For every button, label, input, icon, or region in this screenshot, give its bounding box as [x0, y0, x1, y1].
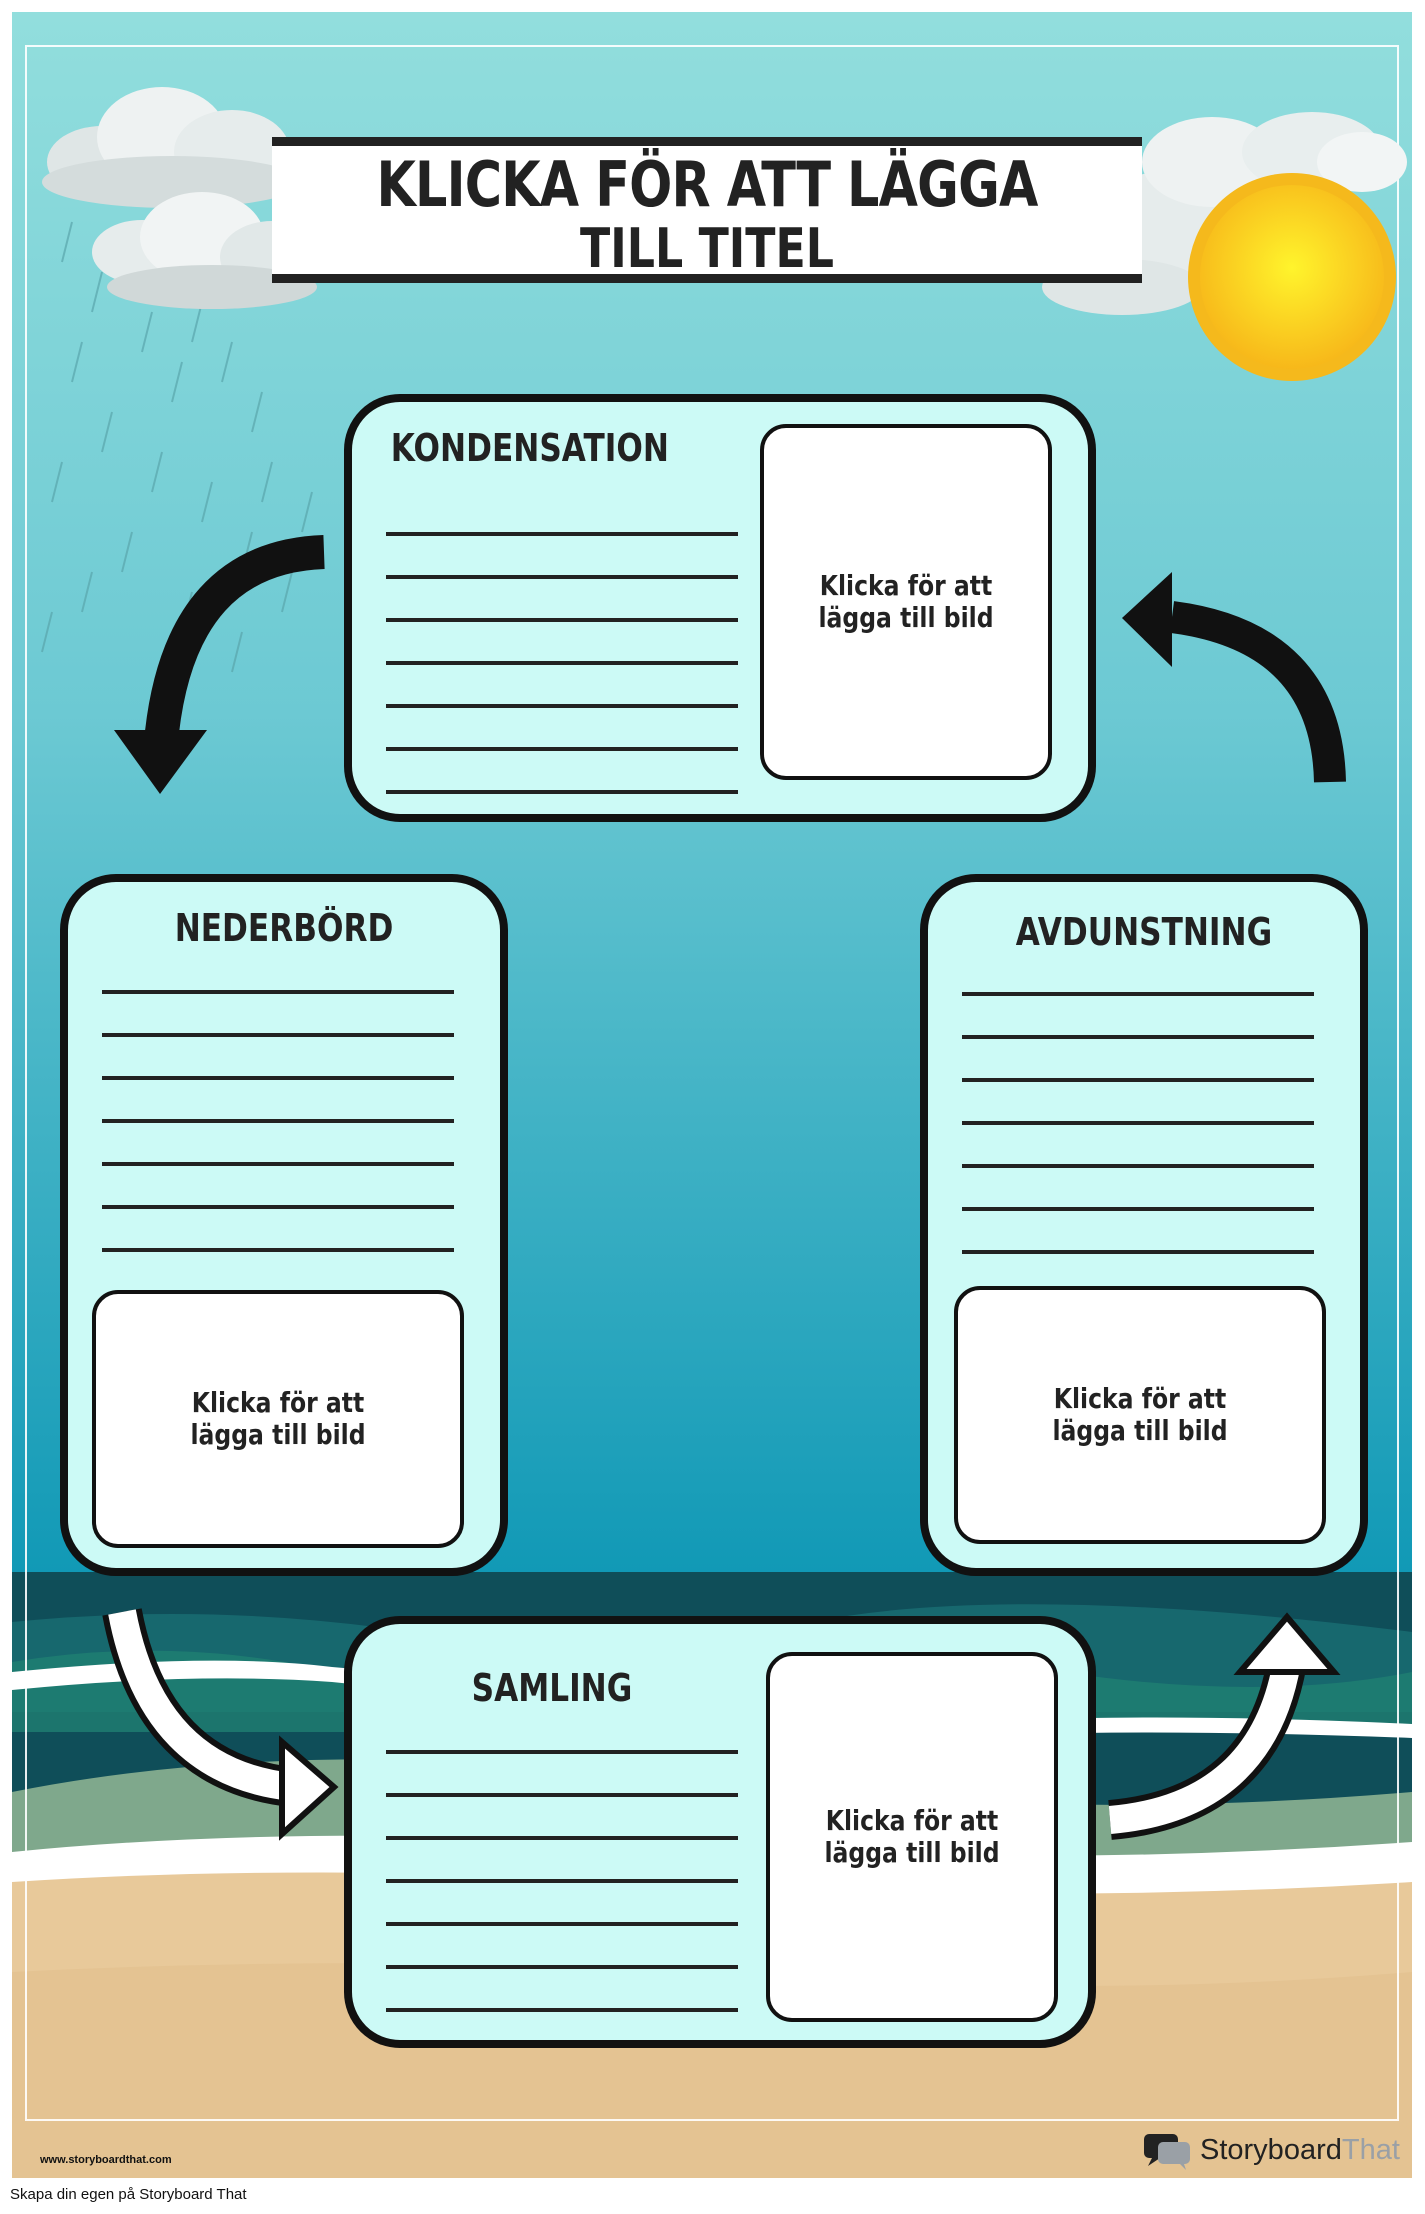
card-kondensation: KONDENSATION Klicka för att lägga till b… — [344, 394, 1096, 822]
writing-lines[interactable] — [962, 992, 1314, 1293]
title-banner[interactable]: KLICKA FÖR ATT LÄGGA TILL TITEL — [272, 137, 1142, 283]
image-placeholder-samling[interactable]: Klicka för att lägga till bild — [766, 1652, 1058, 2022]
title-line-1: KLICKA FÖR ATT LÄGGA — [376, 148, 1038, 221]
card-title-avdunstning: AVDUNSTNING — [1015, 910, 1273, 954]
logo-text-storyboard: Storyboard — [1200, 2133, 1342, 2166]
curved-arrow-icon — [102, 1608, 339, 1841]
cycle-arrows — [102, 535, 1346, 1841]
card-samling: SAMLING Klicka för att lägga till bild — [344, 1616, 1096, 2048]
image-placeholder-nederbord[interactable]: Klicka för att lägga till bild — [92, 1290, 464, 1548]
card-nederbord: NEDERBÖRD Klicka för att lägga till bild — [60, 874, 508, 1576]
writing-lines[interactable] — [102, 990, 454, 1291]
card-avdunstning: AVDUNSTNING Klicka för att lägga till bi… — [920, 874, 1368, 1576]
image-placeholder-kondensation[interactable]: Klicka för att lägga till bild — [760, 424, 1052, 780]
writing-lines[interactable] — [386, 1750, 738, 2051]
card-title-nederbord: NEDERBÖRD — [174, 906, 394, 950]
writing-lines[interactable] — [386, 532, 738, 833]
image-placeholder-avdunstning[interactable]: Klicka för att lägga till bild — [954, 1286, 1326, 1544]
storyboardthat-logo-icon — [1144, 2134, 1190, 2170]
footer-caption[interactable]: Skapa din egen på Storyboard That — [10, 2186, 247, 2203]
storyboardthat-logo[interactable]: Storyboard That — [1142, 2130, 1400, 2170]
card-title-samling: SAMLING — [471, 1666, 633, 1710]
poster: KLICKA FÖR ATT LÄGGA TILL TITEL KONDENSA… — [12, 12, 1412, 2178]
footer-url[interactable]: www.storyboardthat.com — [40, 2154, 172, 2166]
logo-text-that: That — [1341, 2133, 1400, 2166]
curved-arrow-icon — [114, 535, 325, 794]
sun-icon — [1188, 173, 1396, 381]
title-line-2: TILL TITEL — [580, 220, 834, 272]
curved-arrow-icon — [1108, 1612, 1341, 1840]
card-title-kondensation: KONDENSATION — [390, 426, 669, 470]
curved-arrow-icon — [1122, 572, 1346, 783]
rain-icon — [41, 221, 313, 673]
rain-cloud-icon — [42, 87, 324, 309]
